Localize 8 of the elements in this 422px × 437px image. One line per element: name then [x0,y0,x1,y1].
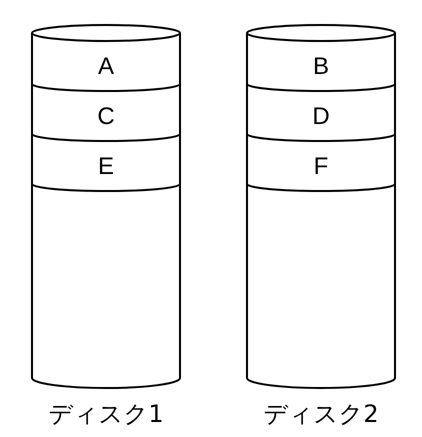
band-label: B [312,55,329,79]
disk-label: ディスク1 [48,402,164,426]
band-label: F [314,155,328,179]
band-label: D [312,105,330,129]
disk-label: ディスク2 [263,402,379,426]
band-label: A [98,55,114,79]
band-label: C [97,105,115,129]
band-label: E [98,155,114,179]
